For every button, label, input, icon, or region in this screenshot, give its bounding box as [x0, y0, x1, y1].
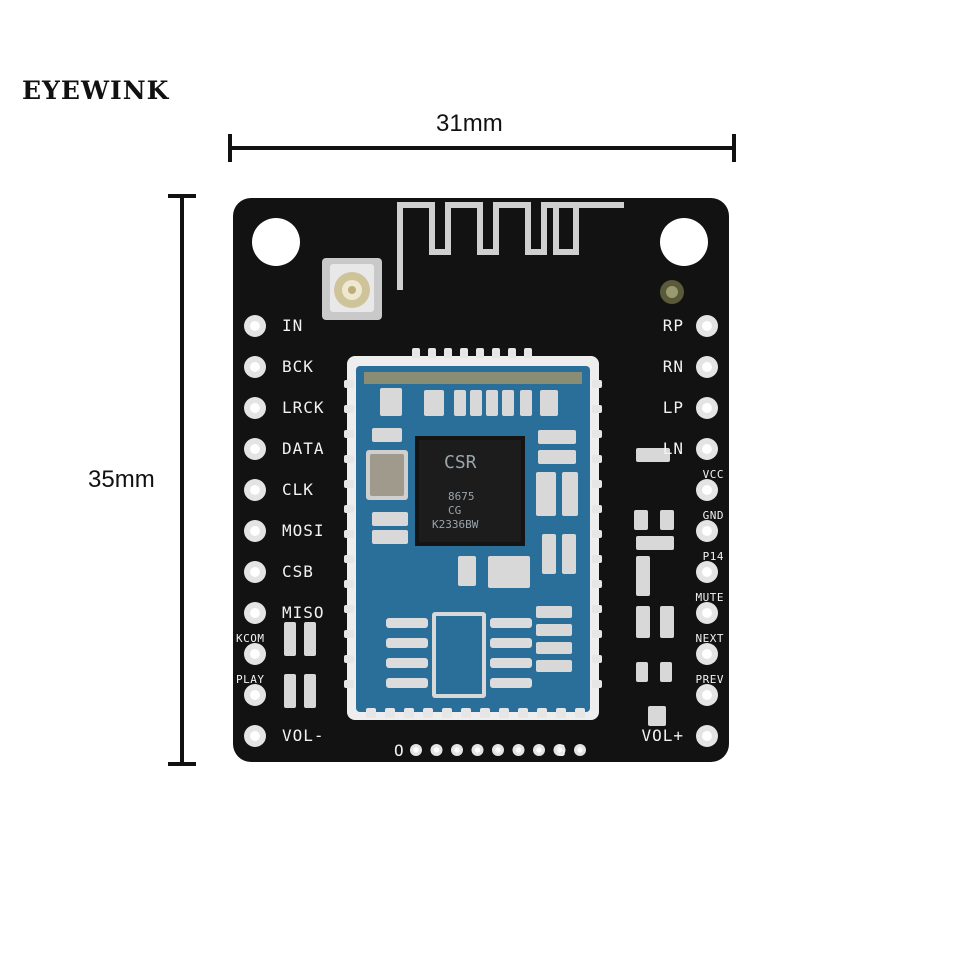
right-pin-label: PREV [695, 673, 724, 686]
chip-maker-text: CSR [444, 452, 477, 473]
header-pins [244, 315, 718, 756]
right-pin-label: NEXT [695, 632, 724, 645]
left-pin-label: MISO [282, 603, 325, 622]
right-pin-label: VCC [702, 468, 724, 481]
module-pads [344, 348, 602, 718]
chip-line2-text: CG [448, 504, 462, 517]
right-pin-label: GND [702, 509, 724, 522]
right-pin-label: LP [662, 398, 684, 417]
right-pin-label: LN [662, 439, 684, 458]
left-pin-label: BCK [282, 357, 314, 376]
left-pin-label: VOL- [282, 726, 325, 745]
left-pin-label: CSB [282, 562, 314, 581]
brand-logo-text: EYEWINK [22, 76, 170, 105]
mounting-hole [252, 218, 300, 266]
right-pin-label: RN [662, 357, 684, 376]
right-pin-label: MUTE [695, 591, 724, 604]
left-pin-label: IN [282, 316, 304, 335]
left-pin-label: PLAY [236, 673, 265, 686]
right-pin-label: P14 [702, 550, 724, 563]
pcb-antenna [397, 202, 624, 290]
board-smd-components [284, 448, 674, 726]
height-dimension-line [168, 194, 196, 766]
bottom-header-label-g: G [556, 741, 567, 760]
right-pin-label: VOL+ [641, 726, 684, 745]
right-pin-label: RP [662, 316, 684, 335]
height-dimension-label: 35mm [88, 466, 155, 493]
chip-code-text: K2336BW [432, 518, 479, 531]
left-pin-label: LRCK [282, 398, 325, 417]
width-dimension-label: 31mm [436, 110, 503, 137]
chip-model-text: 8675 [448, 490, 475, 503]
left-pin-label: DATA [282, 439, 325, 458]
left-pin-label: MOSI [282, 521, 325, 540]
left-pin-label: CLK [282, 480, 314, 499]
left-pin-label: KCOM [236, 632, 265, 645]
width-dimension-line [228, 134, 736, 162]
smd-components [372, 388, 578, 672]
mounting-hole [660, 218, 708, 266]
bottom-header-label-o: O [394, 741, 405, 760]
